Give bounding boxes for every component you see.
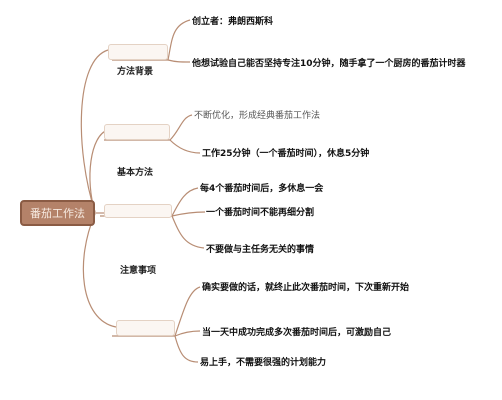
link-b4-leaf-1	[174, 286, 201, 337]
link-root-branch-4	[82, 213, 117, 328]
link-root-branch-1	[80, 49, 109, 213]
branch-4-leaf-1[interactable]: 确实要做的话，就终止此次番茄时间，下次重新开始	[202, 283, 410, 293]
branch-2-label: 基本方法	[117, 168, 154, 178]
link-b3-leaf-3	[171, 215, 205, 249]
link-b3-leaf-2	[171, 211, 206, 217]
link-b2-leaf-2	[169, 139, 201, 154]
link-b1-leaf-2	[167, 59, 191, 63]
link-b3-leaf-1	[171, 187, 199, 217]
branch-3-leaf-3[interactable]: 不要做与主任务无关的事情	[206, 245, 315, 255]
branch-2-leaf-1[interactable]: 不断优化，形成经典番茄工作法	[194, 111, 321, 121]
branch-2-leaf-2[interactable]: 工作25分钟（一个番茄时间），休息5分钟	[202, 149, 370, 159]
branch-1-leaf-1[interactable]: 创立者：弗朗西斯科	[192, 17, 274, 27]
link-b4-leaf-3	[174, 335, 199, 363]
root-node[interactable]: 番茄工作法	[20, 200, 95, 226]
branch-1-node[interactable]	[108, 44, 168, 60]
branch-4-node[interactable]	[116, 320, 175, 336]
link-b4-leaf-2	[174, 330, 201, 337]
branch-1-label: 方法背景	[117, 67, 154, 77]
link-b2-leaf-1	[169, 114, 193, 141]
branch-1-leaf-2[interactable]: 他想试验自己能否坚持专注10分钟，随手拿了一个厨房的番茄计时器	[192, 59, 466, 69]
branch-3-leaf-2[interactable]: 一个番茄时间不能再细分割	[206, 208, 315, 218]
branch-3-label: 注意事项	[120, 266, 157, 276]
branch-3-leaf-1[interactable]: 每4个番茄时间后，多休息一会	[200, 184, 324, 194]
root-label: 番茄工作法	[30, 207, 85, 220]
branch-3-node[interactable]	[104, 204, 172, 218]
link-b1-leaf-1	[167, 19, 191, 61]
branch-2-node[interactable]	[104, 124, 170, 140]
branch-4-leaf-2[interactable]: 当一天中成功完成多次番茄时间后，可激励自己	[202, 328, 392, 338]
branch-4-leaf-3[interactable]: 易上手，不需要很强的计划能力	[200, 358, 327, 368]
